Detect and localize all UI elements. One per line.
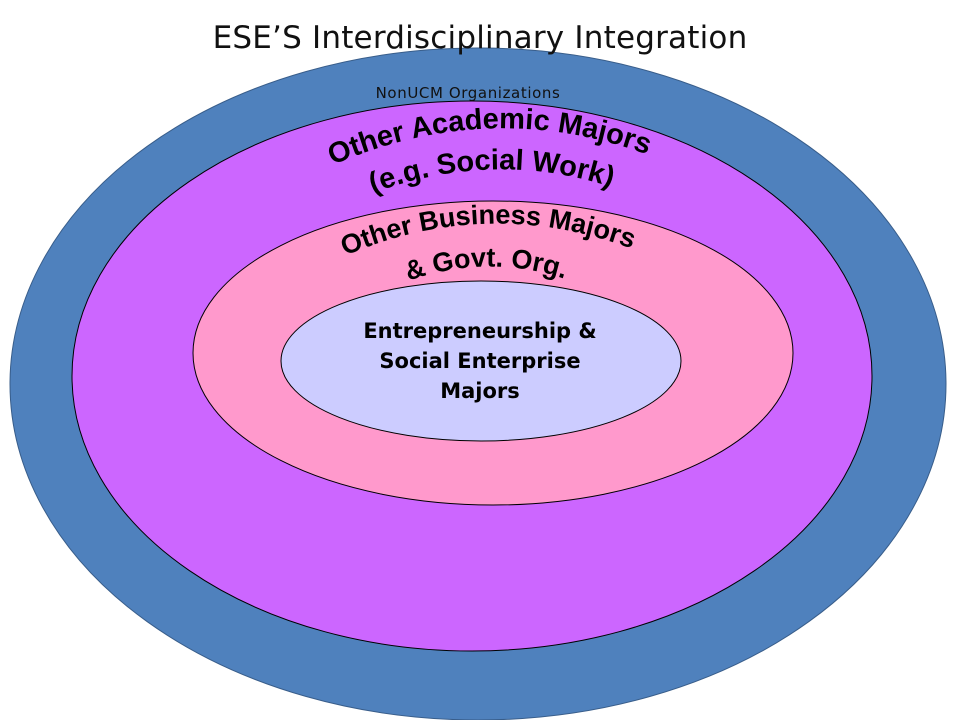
core-ese-ring	[280, 280, 682, 442]
outer-ring-label: NonUCM Organizations	[376, 84, 561, 102]
slide-title: ESE’S Interdisciplinary Integration	[212, 20, 748, 56]
core-label-line1: Entrepreneurship &	[363, 319, 596, 343]
core-label-line2: Social Enterprise	[379, 349, 580, 373]
core-label-line3: Majors	[440, 379, 520, 403]
